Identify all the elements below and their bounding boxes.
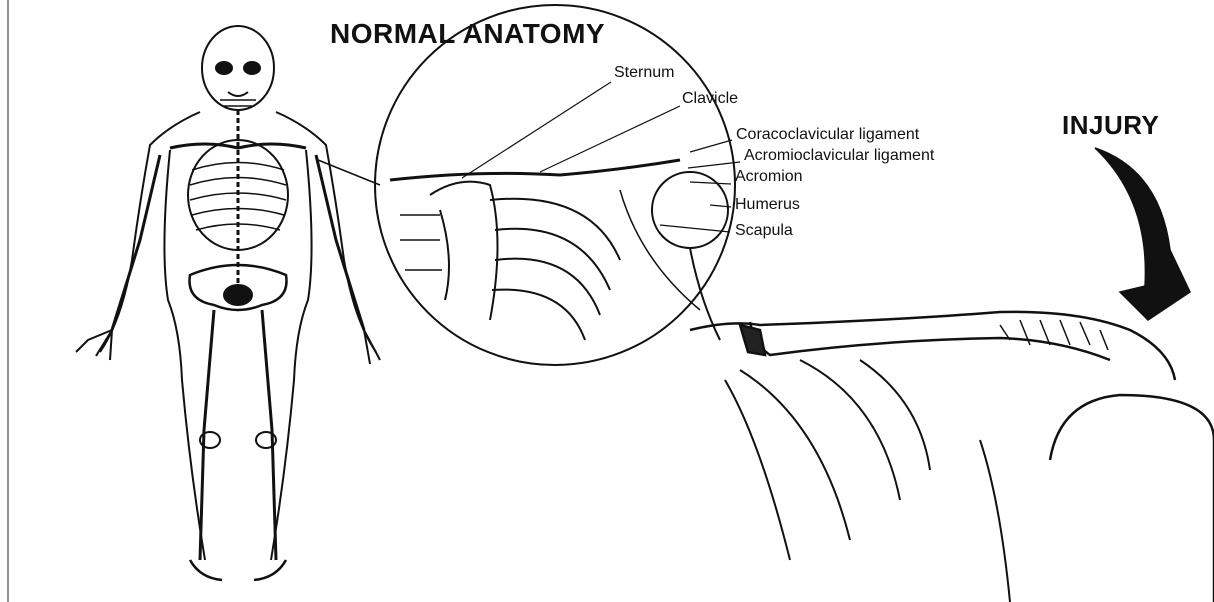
label-coracoclavicular-ligament: Coracoclavicular ligament	[736, 126, 919, 144]
label-sternum: Sternum	[614, 64, 674, 82]
shoulder-detail-circle	[375, 5, 735, 365]
label-acromioclavicular-ligament: Acromioclavicular ligament	[744, 147, 934, 165]
injury-title: INJURY	[1062, 110, 1159, 141]
skull	[202, 26, 274, 110]
skeleton-figure	[76, 26, 380, 580]
label-scapula: Scapula	[735, 222, 793, 240]
injury-shoulder-drawing	[690, 312, 1214, 602]
zoom-pointer	[318, 160, 380, 185]
label-clavicle: Clavicle	[682, 90, 738, 108]
label-acromion: Acromion	[735, 168, 803, 186]
injury-arrow	[1095, 148, 1190, 320]
normal-anatomy-title: NORMAL ANATOMY	[330, 18, 605, 50]
label-humerus: Humerus	[735, 196, 800, 214]
